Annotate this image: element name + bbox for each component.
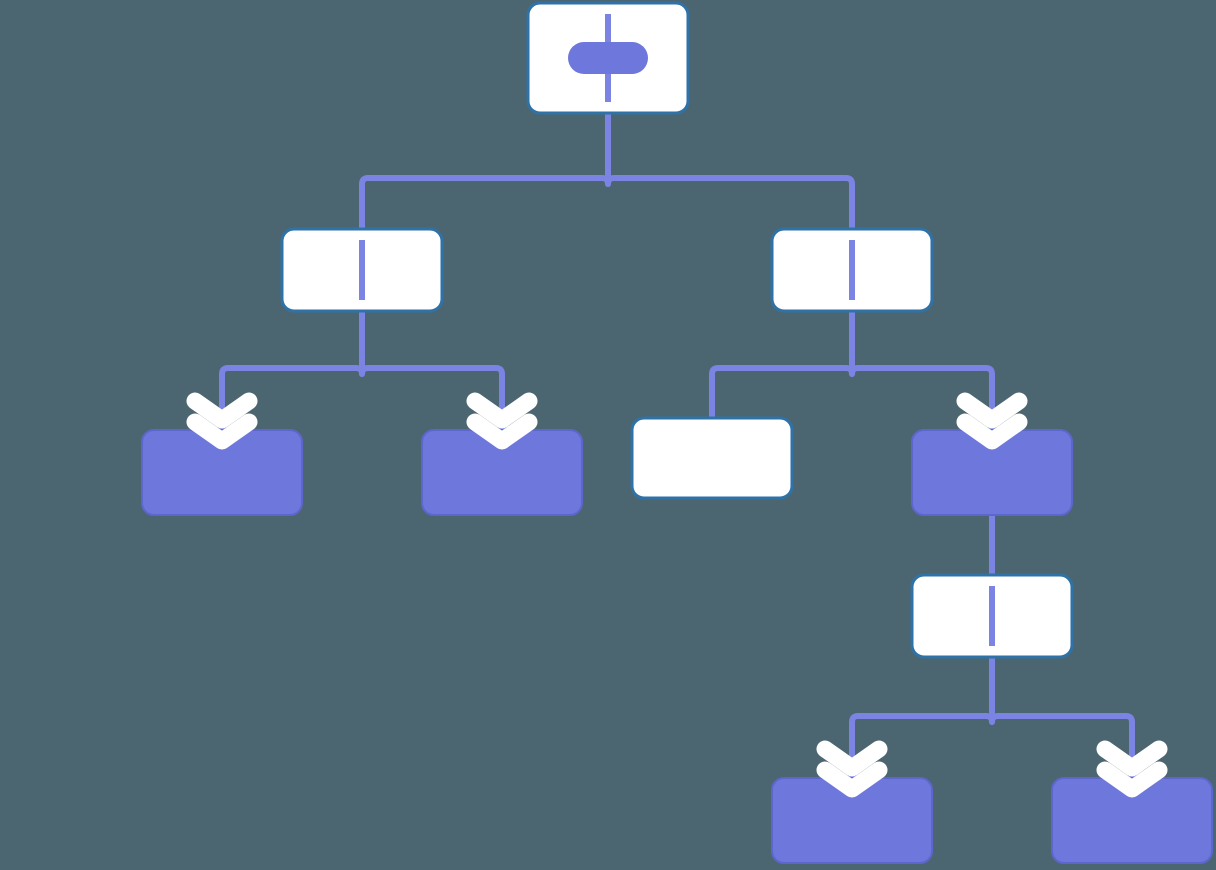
double-chevron-arrow-chevron xyxy=(186,413,258,450)
branch-node-right[interactable] xyxy=(770,227,934,313)
double-chevron-arrow xyxy=(186,392,258,450)
leaf-node-d-shape[interactable] xyxy=(771,777,933,864)
leaf-node-a-shape[interactable] xyxy=(141,429,303,516)
double-chevron-arrow-chevron xyxy=(816,761,888,798)
double-chevron-arrow xyxy=(466,392,538,450)
double-chevron-arrow-chevron xyxy=(186,392,258,429)
edge-layer xyxy=(219,58,1135,780)
leaf-node-c-shape[interactable] xyxy=(630,416,794,500)
leaf-node-e[interactable] xyxy=(1051,777,1213,864)
double-chevron-arrow-chevron xyxy=(956,413,1028,450)
node-layer xyxy=(141,1,1213,864)
edge-root-to-right-branch xyxy=(605,58,855,311)
root-node[interactable] xyxy=(526,1,690,115)
double-chevron-arrow-chevron xyxy=(1096,740,1168,777)
double-chevron-arrow xyxy=(956,392,1028,450)
branch-node-left[interactable] xyxy=(280,227,444,313)
branch-node-right-child-shape[interactable] xyxy=(911,429,1073,516)
double-chevron-arrow xyxy=(1096,740,1168,798)
pill-badge[interactable] xyxy=(568,42,648,74)
double-chevron-arrow xyxy=(816,740,888,798)
double-chevron-arrow-chevron xyxy=(956,392,1028,429)
leaf-node-d[interactable] xyxy=(771,777,933,864)
leaf-node-b-shape[interactable] xyxy=(421,429,583,516)
double-chevron-arrow-chevron xyxy=(816,740,888,777)
leaf-node-b[interactable] xyxy=(421,429,583,516)
leaf-node-c[interactable] xyxy=(630,416,794,500)
leaf-node-e-shape[interactable] xyxy=(1051,777,1213,864)
double-chevron-arrow-chevron xyxy=(466,392,538,429)
edge-left-branch-to-leaf-b xyxy=(359,270,505,432)
arrow-layer xyxy=(186,392,1168,798)
leaf-node-a[interactable] xyxy=(141,429,303,516)
double-chevron-arrow-chevron xyxy=(466,413,538,450)
double-chevron-arrow-chevron xyxy=(1096,761,1168,798)
branch-node-deep[interactable] xyxy=(910,573,1074,659)
edge-deep-to-leaf-e xyxy=(989,616,1135,780)
branch-node-right-child[interactable] xyxy=(911,429,1073,516)
edge-right-branch-to-child xyxy=(849,270,995,432)
through-line-layer xyxy=(359,48,995,646)
